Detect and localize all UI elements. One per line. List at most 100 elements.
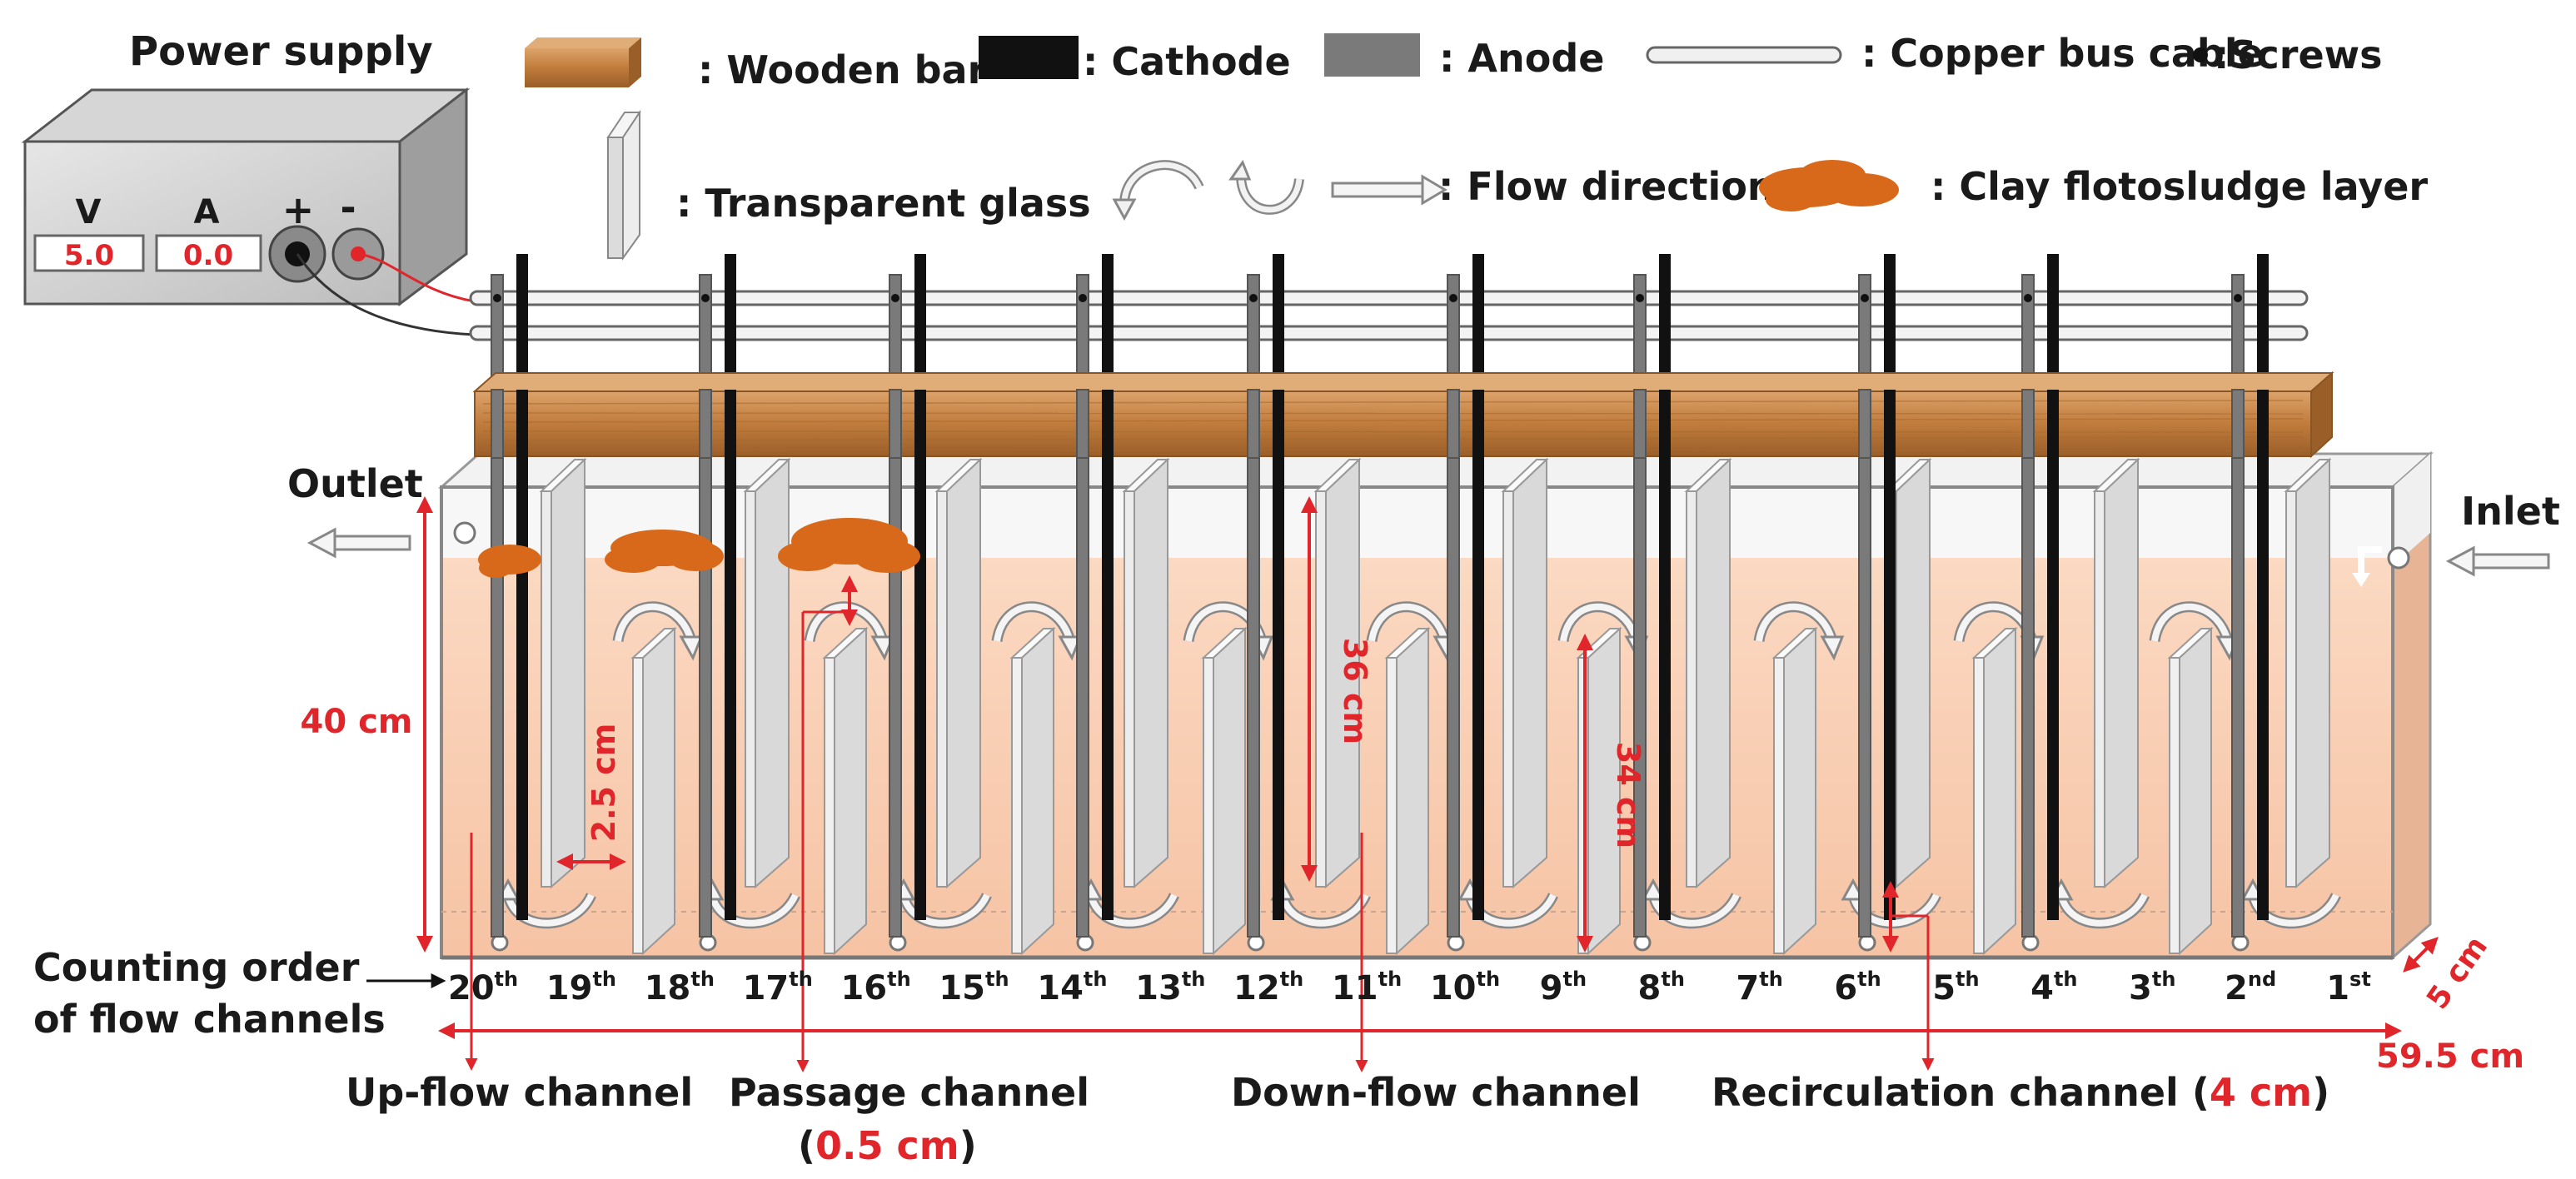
cathode (1472, 254, 1484, 920)
inlet-arrow-icon (2445, 545, 2475, 577)
counting-order-line2: of flow channels (33, 997, 386, 1042)
inlet: Inlet (2445, 489, 2560, 577)
flow-arrow-bottom-icon (1079, 878, 1179, 929)
glass-plate-upper (1122, 457, 1170, 889)
sludge-layer-16 (778, 518, 920, 573)
glass-plate-lower (1384, 626, 1431, 956)
counting-order: Counting order of flow channels (33, 945, 446, 1042)
glass-plate-upper (2284, 457, 2332, 889)
glass-plate-upper (1684, 457, 1732, 889)
upflow-channel-label: Up-flow channel (346, 1070, 693, 1115)
glass-plate-lower (2167, 626, 2214, 956)
current-label: A (194, 193, 220, 231)
outlet: Outlet (287, 461, 423, 559)
inlet-label: Inlet (2461, 489, 2560, 534)
wooden-bar-swatch (525, 37, 641, 87)
channel-number: 17th (743, 968, 813, 1007)
copper-cable-swatch (1646, 46, 1842, 64)
inlet-hole (2387, 546, 2410, 570)
cathode (725, 254, 736, 920)
flow-arrow-top-icon (1753, 601, 1845, 661)
recirculation-channel-label: Recirculation channel (4 cm) (1712, 1070, 2329, 1115)
sludge-layer-20 (478, 545, 541, 578)
copper-cable-upper (469, 290, 2309, 306)
minus-label: - (340, 185, 356, 230)
cathode (914, 254, 926, 920)
anode-swatch (1324, 33, 1420, 77)
channel-number: 15th (939, 968, 1009, 1007)
sludge-swatch (1759, 160, 1899, 211)
outlet-label: Outlet (287, 461, 423, 506)
downflow-channel-label: Down-flow channel (1231, 1070, 1641, 1115)
flow-direction-icon (1112, 159, 1447, 221)
voltage-value: 5.0 (64, 239, 114, 272)
bottom-labels: Up-flow channel Passage channel (0.5 cm)… (346, 1070, 2329, 1168)
cathode (2047, 254, 2059, 920)
power-supply: Power supply V A 5.0 0.0 + - (21, 28, 476, 336)
recirculation-channel-value: 4 cm (2210, 1070, 2312, 1115)
gap-dimension-label: 2.5 cm (585, 724, 622, 843)
passage-channel-value: 0.5 cm (815, 1123, 959, 1168)
legend-wooden-bar: : Wooden bar (698, 47, 987, 92)
channel-number: 7th (1736, 968, 1782, 1007)
glass-height-dimension-label: 34 cm (1610, 742, 1647, 848)
channel-number: 13th (1135, 968, 1205, 1007)
flow-arrow-top-icon (612, 601, 704, 661)
legend-sludge: : Clay flotosludge layer (1931, 164, 2428, 209)
glass-plate-upper (2092, 457, 2140, 889)
copper-bus-cables (469, 290, 2309, 341)
channel-number: 3th (2129, 968, 2175, 1007)
channel-number: 8th (1638, 968, 1685, 1007)
channel-number: 2nd (2225, 968, 2276, 1007)
wooden-bar (472, 371, 2334, 459)
channel-number: 10th (1430, 968, 1500, 1007)
channel-number: 1st (2326, 968, 2371, 1007)
black-wire (296, 253, 476, 336)
glass-plate-lower (1009, 626, 1056, 956)
cathode (2257, 254, 2269, 920)
channel-number: 16th (840, 968, 910, 1007)
plus-label: + (282, 187, 315, 232)
cathode (1102, 254, 1114, 920)
channel-number: 4th (2030, 968, 2077, 1007)
legend-screws: :Screws (2214, 32, 2383, 77)
channel-number: 20th (448, 968, 518, 1007)
glass-plate-upper (743, 457, 791, 889)
glass-plates (539, 457, 2332, 956)
glass-plate-upper (934, 457, 983, 889)
flow-arrow-top-icon (1366, 601, 1457, 661)
channel-number: 6th (1834, 968, 1881, 1007)
legend-flow: : Flow directions (1438, 164, 1797, 209)
voltage-label: V (76, 193, 102, 231)
glass-swatch (606, 109, 641, 261)
glass-plate-lower (1971, 626, 2018, 956)
sludge-layer-18 (605, 530, 724, 573)
glass-plate-upper (1501, 457, 1549, 889)
screw-swatch (2193, 47, 2208, 62)
anode-height-dimension-label: 36 cm (1337, 638, 1373, 744)
depth-dimension-line (2403, 937, 2439, 973)
channel-number: 18th (645, 968, 715, 1007)
glass-plate-lower (1771, 626, 1818, 956)
power-supply-title: Power supply (129, 28, 433, 75)
channel-number: 11th (1332, 968, 1402, 1007)
flow-arrow-bottom-icon (1641, 878, 1741, 929)
cathode (516, 254, 528, 920)
counting-order-line1: Counting order (33, 945, 360, 990)
voltage-display (33, 234, 145, 272)
cathode (1884, 254, 1896, 920)
current-display (155, 234, 262, 272)
cathode-swatch (979, 36, 1079, 79)
glass-plate-lower (1201, 626, 1248, 956)
cathode (1273, 254, 1284, 920)
outlet-arrow-icon (306, 527, 336, 559)
glass-plate-lower (630, 626, 677, 956)
legend-anode: : Anode (1439, 36, 1605, 81)
legend-glass: : Transparent glass (676, 181, 1091, 226)
legend-cathode: : Cathode (1083, 39, 1291, 84)
legend: : Wooden bar : Cathode : Anode : Copper … (525, 31, 2428, 261)
passage-channel-value-line: (0.5 cm) (798, 1123, 977, 1168)
glass-plate-upper (539, 457, 587, 889)
